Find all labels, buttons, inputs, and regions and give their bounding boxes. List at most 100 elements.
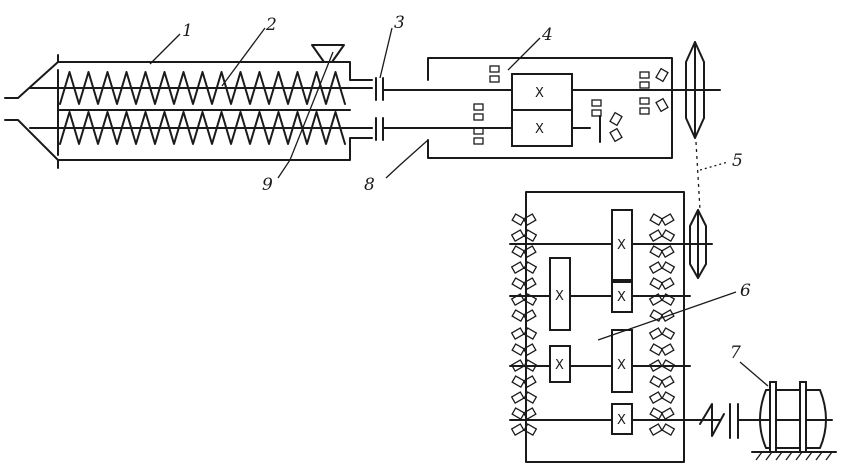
screw-upper bbox=[59, 71, 346, 105]
reducer-bearing bbox=[648, 391, 663, 404]
reducer-bearing bbox=[510, 359, 525, 372]
reducer-bearing bbox=[661, 229, 676, 242]
motor-band bbox=[799, 381, 807, 453]
label-1: 1 bbox=[182, 21, 193, 41]
reducer-bearing bbox=[522, 277, 537, 290]
reducer-bearing bbox=[649, 245, 664, 258]
reducer-bearing bbox=[660, 343, 675, 356]
reducer-bearing bbox=[511, 245, 526, 258]
reducer-bearing bbox=[523, 229, 538, 242]
coupling-upper bbox=[375, 77, 384, 101]
reducer-bearing bbox=[523, 327, 538, 340]
label-2: 2 bbox=[265, 15, 277, 35]
screw-lower bbox=[59, 111, 346, 145]
gear-mark: X bbox=[555, 358, 564, 373]
reducer-bearing bbox=[510, 293, 525, 306]
reducer-gear-1 bbox=[611, 209, 633, 281]
motor-assembly bbox=[699, 381, 837, 461]
reducer-bearing bbox=[649, 213, 664, 226]
electric-motor bbox=[759, 389, 827, 449]
reducer-housing bbox=[525, 191, 685, 463]
reducer-bearing bbox=[661, 327, 676, 340]
ground-hatch bbox=[755, 451, 833, 461]
motor-band bbox=[769, 381, 777, 453]
couplings bbox=[375, 77, 384, 141]
reducer-bearing bbox=[511, 375, 526, 388]
reducer-bearing bbox=[510, 229, 525, 242]
callout-labels: 1 2 3 4 5 6 7 8 9 bbox=[182, 13, 751, 363]
reducer-bearing bbox=[660, 213, 675, 226]
gearbox-housing bbox=[427, 57, 673, 159]
barrel-wall-bottom bbox=[57, 137, 373, 161]
gear-mark: X bbox=[535, 86, 544, 101]
reducer-bearing bbox=[511, 343, 526, 356]
reducer-bearings-right bbox=[648, 213, 676, 436]
label-3: 3 bbox=[394, 13, 405, 33]
reducer-bearing bbox=[648, 229, 663, 242]
reducer-bearing bbox=[661, 359, 676, 372]
reducer-gear-6 bbox=[611, 403, 633, 435]
reducer-bearing bbox=[649, 375, 664, 388]
reducer-bearing bbox=[510, 327, 525, 340]
reducer-bearing bbox=[522, 309, 537, 322]
reducer-bearing bbox=[523, 359, 538, 372]
reducer-bearing bbox=[522, 375, 537, 388]
feed-hopper bbox=[311, 44, 345, 63]
reducer-bearing bbox=[661, 391, 676, 404]
reducer-bearing bbox=[510, 423, 525, 436]
reducer-bearing bbox=[660, 407, 675, 420]
barrel-wall-top bbox=[57, 61, 373, 81]
label-5: 5 bbox=[732, 151, 743, 171]
reducer-bearing bbox=[523, 261, 538, 274]
reducer-bearing bbox=[511, 277, 526, 290]
chain-drive bbox=[695, 141, 701, 211]
reducer-bearing bbox=[523, 423, 538, 436]
reducer-gear-4 bbox=[549, 345, 571, 383]
reducer-bearing bbox=[648, 359, 663, 372]
coupling-lower bbox=[375, 117, 384, 141]
reducer-gear-2 bbox=[611, 281, 633, 313]
gear-mark: X bbox=[617, 358, 626, 373]
reducer-bearings-left bbox=[510, 213, 538, 436]
die-head bbox=[4, 54, 59, 99]
gear-lower bbox=[511, 109, 573, 147]
label-8: 8 bbox=[364, 175, 375, 195]
reducer-bearing bbox=[510, 261, 525, 274]
reducer-bearing bbox=[523, 293, 538, 306]
reducer-bearing bbox=[511, 309, 526, 322]
reducer-bearing bbox=[522, 407, 537, 420]
reducer-bearing bbox=[649, 277, 664, 290]
reducer-bearing bbox=[648, 327, 663, 340]
reducer-bearing bbox=[660, 245, 675, 258]
label-7: 7 bbox=[730, 343, 741, 363]
reducer-bearing bbox=[660, 277, 675, 290]
gearbox-bearings bbox=[473, 65, 669, 145]
reducer-gear-5 bbox=[611, 329, 633, 393]
reducer-bearing bbox=[649, 407, 664, 420]
reducer: X X X X X X bbox=[509, 191, 721, 463]
label-4: 4 bbox=[541, 25, 553, 45]
label-9: 9 bbox=[262, 175, 273, 195]
reducer-bearing bbox=[511, 407, 526, 420]
reducer-bearing bbox=[511, 213, 526, 226]
reducer-bearing bbox=[523, 391, 538, 404]
reducer-bearing bbox=[649, 343, 664, 356]
reducer-bearing bbox=[522, 343, 537, 356]
reducer-bearing bbox=[660, 309, 675, 322]
reducer-bearing bbox=[648, 293, 663, 306]
label-6: 6 bbox=[740, 281, 751, 301]
extruder-barrel bbox=[4, 44, 373, 169]
reducer-bearing bbox=[648, 261, 663, 274]
reducer-bearing bbox=[648, 423, 663, 436]
gear-mark: X bbox=[617, 290, 626, 305]
reducer-bearing bbox=[660, 375, 675, 388]
distribution-gearbox: X X bbox=[382, 41, 721, 159]
reducer-bearing bbox=[661, 261, 676, 274]
reducer-bearing bbox=[522, 213, 537, 226]
leader-lines bbox=[149, 27, 769, 387]
gear-mark: X bbox=[617, 238, 626, 253]
gear-mark: X bbox=[535, 122, 544, 137]
reducer-bearing bbox=[522, 245, 537, 258]
reducer-bearing bbox=[661, 423, 676, 436]
